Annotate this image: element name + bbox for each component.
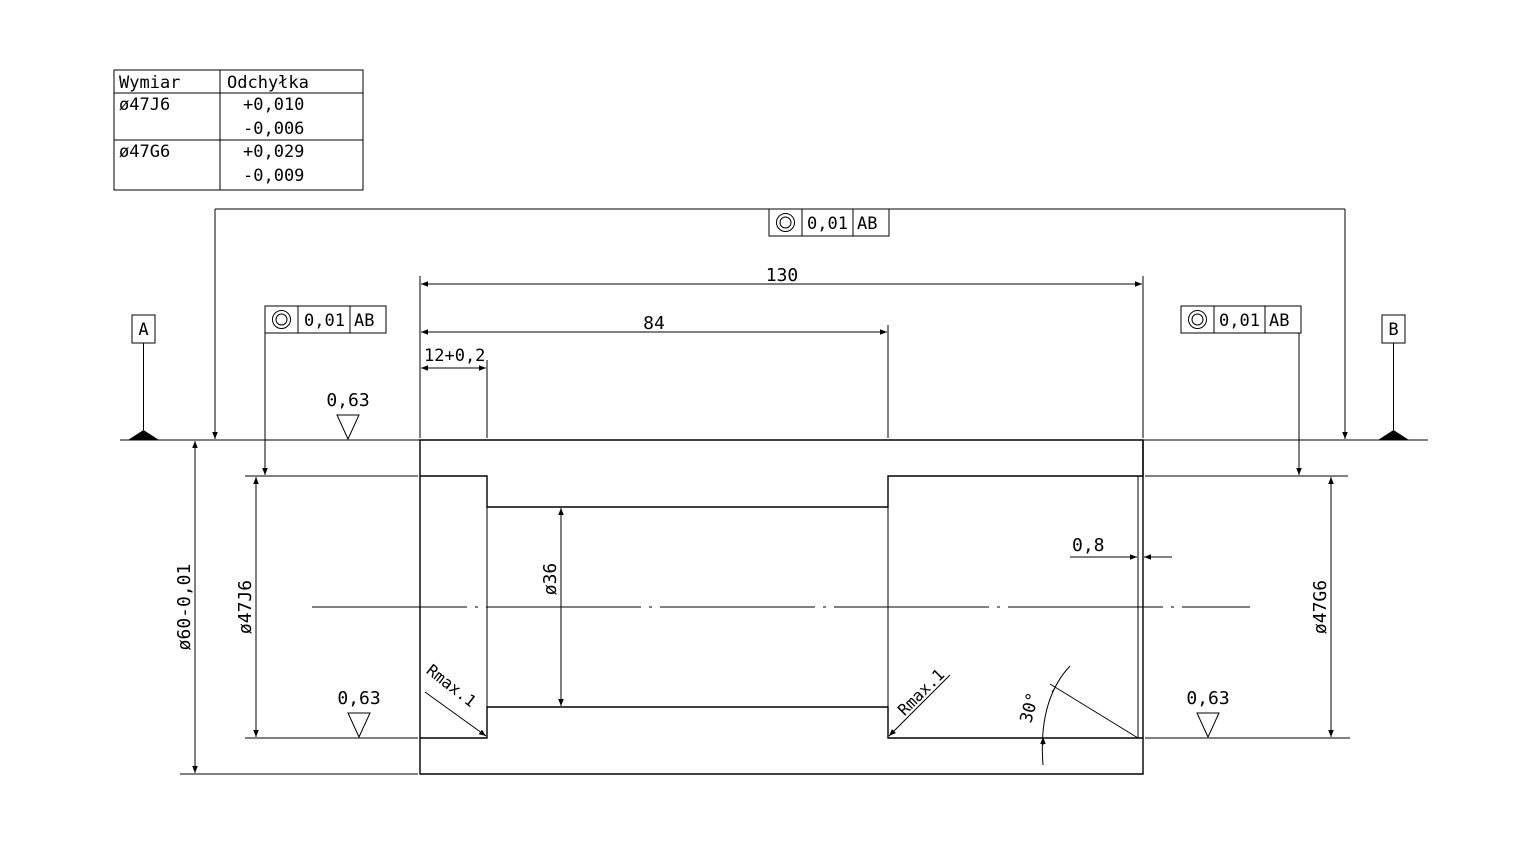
- concentricity-icon: [776, 213, 795, 232]
- table-row-upper: +0,029: [243, 142, 304, 162]
- dimension-label: ø47J6: [235, 580, 256, 634]
- dimension-label: 0,8: [1072, 535, 1105, 556]
- table-header-deviation: Odchyłka: [227, 73, 309, 93]
- frame-datum: AB: [857, 214, 877, 234]
- table-row-size: ø47J6: [119, 95, 170, 115]
- roughness-symbol-bottom-right: 0,63: [1186, 688, 1230, 739]
- roughness-value: 0,63: [326, 390, 369, 411]
- roughness-value: 0,63: [337, 688, 380, 709]
- dimension-outer-diameter: ø60-0,01: [174, 441, 418, 775]
- table-header-size: Wymiar: [119, 73, 180, 93]
- roughness-symbol-top: 0,63: [326, 390, 370, 441]
- radius-right: Rmax.1: [888, 665, 951, 737]
- concentricity-icon: [272, 310, 291, 329]
- table-row-lower: -0,009: [243, 166, 304, 186]
- roughness-symbol-bottom-left: 0,63: [337, 688, 381, 739]
- dimension-label: ø36: [540, 563, 561, 596]
- frame-datum: AB: [354, 311, 374, 331]
- datum-a: A: [128, 314, 159, 440]
- radius-left: Rmax.1: [423, 660, 487, 737]
- concentricity-icon: [1188, 310, 1207, 329]
- dimension-84: 84: [421, 313, 889, 438]
- part-section: [419, 439, 1144, 775]
- dimension-label: ø60-0,01: [174, 564, 195, 651]
- dimension-130: 130: [419, 265, 1144, 438]
- dimension-bore-middle: ø36: [540, 508, 564, 706]
- table-row-lower: -0,006: [243, 119, 304, 139]
- angle-label: 30°: [1017, 690, 1044, 725]
- dimension-bore-right: ø47G6: [1145, 475, 1350, 739]
- dimension-label: 84: [643, 313, 665, 334]
- concentricity-frame-right: 0,01 AB: [1180, 305, 1302, 475]
- frame-datum: AB: [1269, 311, 1289, 331]
- dimension-gap: 0,8: [1070, 535, 1172, 560]
- datum-b-label: B: [1388, 320, 1398, 340]
- concentricity-frame-top: 0,01 AB: [212, 208, 1348, 439]
- radius-label: Rmax.1: [423, 660, 480, 711]
- tolerance-table: Wymiar Odchyłka ø47J6 +0,010 -0,006 ø47G…: [113, 69, 364, 191]
- roughness-value: 0,63: [1186, 688, 1229, 709]
- angle-dimension: 30°: [1017, 665, 1071, 766]
- frame-tolerance: 0,01: [304, 311, 345, 331]
- dimension-label: 130: [766, 265, 799, 286]
- concentricity-frame-left: 0,01 AB: [262, 305, 387, 475]
- table-row-size: ø47G6: [119, 142, 170, 162]
- radius-label: Rmax.1: [894, 665, 948, 719]
- frame-tolerance: 0,01: [807, 214, 848, 234]
- dimension-bore-left: ø47J6: [235, 475, 418, 739]
- dimension-label: ø47G6: [1310, 580, 1331, 634]
- datum-a-label: A: [138, 320, 148, 340]
- frame-tolerance: 0,01: [1219, 311, 1260, 331]
- table-row-upper: +0,010: [243, 95, 304, 115]
- dimension-label: 12+0,2: [424, 346, 485, 366]
- dimension-12: 12+0,2: [421, 346, 488, 438]
- datum-b: B: [1378, 314, 1409, 440]
